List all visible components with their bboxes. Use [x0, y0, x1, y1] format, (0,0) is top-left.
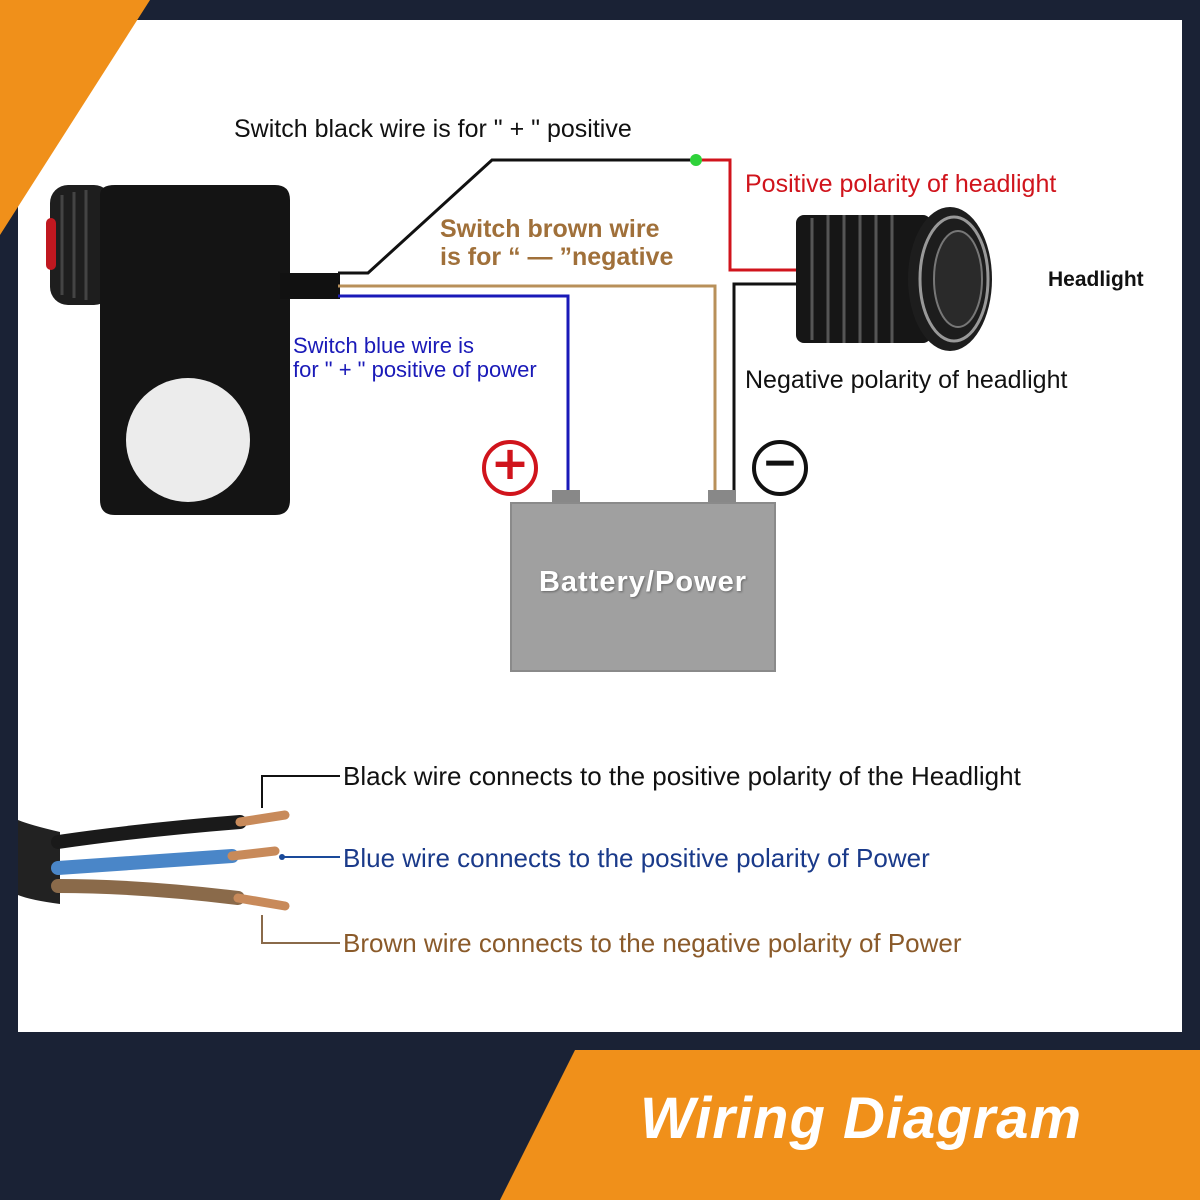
minus-circle-icon — [752, 440, 808, 496]
legend-black-leader — [261, 775, 340, 808]
red-wire — [700, 158, 800, 272]
legend-blue-wire: Blue wire connects to the positive polar… — [343, 843, 930, 873]
switch-blue-wire-label-line1: Switch blue wire is — [293, 333, 474, 358]
legend-brown-wire: Brown wire connects to the negative pola… — [343, 928, 962, 958]
switch-brown-wire-label-line2: is for “ — ”negative — [440, 243, 674, 271]
battery-negative-terminal — [708, 490, 736, 504]
title-banner — [500, 1050, 1200, 1200]
plus-symbol: + — [490, 436, 530, 490]
blue-wire — [338, 294, 570, 495]
switch-blue-wire-label-line2: for " + " positive of power — [293, 357, 537, 382]
legend-blue-dot — [279, 854, 285, 860]
battery-positive-terminal — [552, 490, 580, 504]
headlight-positive-label: Positive polarity of headlight — [745, 170, 1057, 198]
minus-symbol: − — [761, 437, 799, 488]
switch-icon — [46, 185, 340, 515]
headlight-negative-label: Negative polarity of headlight — [745, 366, 1068, 394]
legend-black-wire: Black wire connects to the positive pola… — [343, 761, 1021, 791]
plus-circle-icon — [482, 440, 538, 496]
switch-black-wire-label: Switch black wire is for " + " positive — [234, 115, 632, 143]
page-title: Wiring Diagram — [640, 1086, 1083, 1151]
battery-icon — [510, 502, 776, 672]
wire-junction-dot — [690, 154, 702, 166]
legend-brown-leader — [261, 915, 340, 944]
headlight-icon — [796, 207, 992, 351]
cable-bundle-icon — [18, 810, 290, 911]
brown-wire — [338, 284, 717, 495]
battery-label: Battery/Power — [538, 566, 747, 598]
headlight-negative-wire — [732, 282, 800, 495]
headlight-label: Headlight — [1048, 268, 1144, 291]
orange-corner-accent — [0, 0, 150, 235]
switch-brown-wire-label-line1: Switch brown wire — [440, 215, 660, 243]
black-wire — [338, 158, 700, 275]
